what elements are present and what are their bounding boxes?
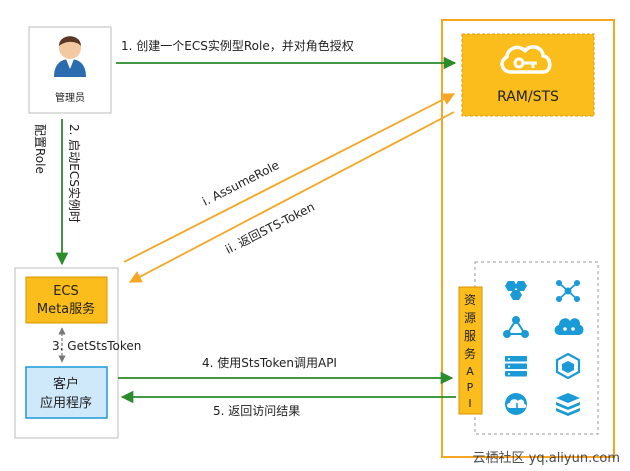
step1-label: 1. 创建一个ECS实例型Role，并对角色授权	[121, 38, 354, 53]
cloud-network-icon	[554, 318, 584, 335]
admin-box: 管理员	[28, 26, 112, 114]
resource-api-char: 服	[464, 329, 476, 343]
resource-api-char: A	[466, 365, 474, 378]
ecs-meta-line1: ECS	[53, 284, 79, 299]
client-app-box: 客户 应用程序	[25, 366, 108, 419]
resource-api-char: I	[468, 397, 471, 410]
user-avatar-icon	[54, 36, 86, 77]
client-app-line1: 客户	[53, 376, 79, 392]
client-app-line2: 应用程序	[40, 395, 92, 411]
resource-api-char: 源	[464, 311, 476, 325]
layer-stack-icon	[556, 393, 580, 416]
ecs-meta-box: ECS Meta服务	[25, 276, 108, 324]
network-node-icon	[556, 280, 580, 302]
resource-api-bar: 资 源 服 务 A P I	[458, 286, 483, 415]
cube-icon	[555, 352, 581, 380]
database-stack-icon	[505, 356, 527, 377]
ram-sts-box: RAM/STS	[461, 33, 595, 117]
watermark: 云栖社区 yq.aliyun.com	[473, 450, 620, 466]
step2-label-b: 配置Role	[33, 124, 47, 174]
resource-api-char: P	[467, 381, 474, 394]
step5-label: 5. 返回访问结果	[213, 404, 300, 418]
ram-sts-label: RAM/STS	[497, 89, 559, 105]
step4-label: 4. 使用StsToken调用API	[202, 355, 337, 370]
hexagon-cluster-icon	[505, 281, 527, 300]
step2-label-a: 2. 启动ECS实例时	[67, 124, 82, 223]
admin-label: 管理员	[55, 91, 85, 104]
step3-label: 3. GetStsToken	[52, 339, 141, 353]
share-node-icon	[503, 316, 529, 338]
resource-api-char: 资	[464, 293, 476, 307]
assume-role-label: i. AssumeRole	[200, 158, 281, 209]
cloud-key-icon	[500, 45, 552, 74]
return-sts-token-arrow	[128, 111, 455, 283]
resource-api-char: 务	[464, 346, 476, 361]
cloud-frame	[441, 19, 615, 458]
cloud-upload-icon	[505, 393, 527, 415]
assume-role-arrow	[123, 93, 456, 263]
ecs-meta-line2: Meta服务	[37, 301, 95, 317]
